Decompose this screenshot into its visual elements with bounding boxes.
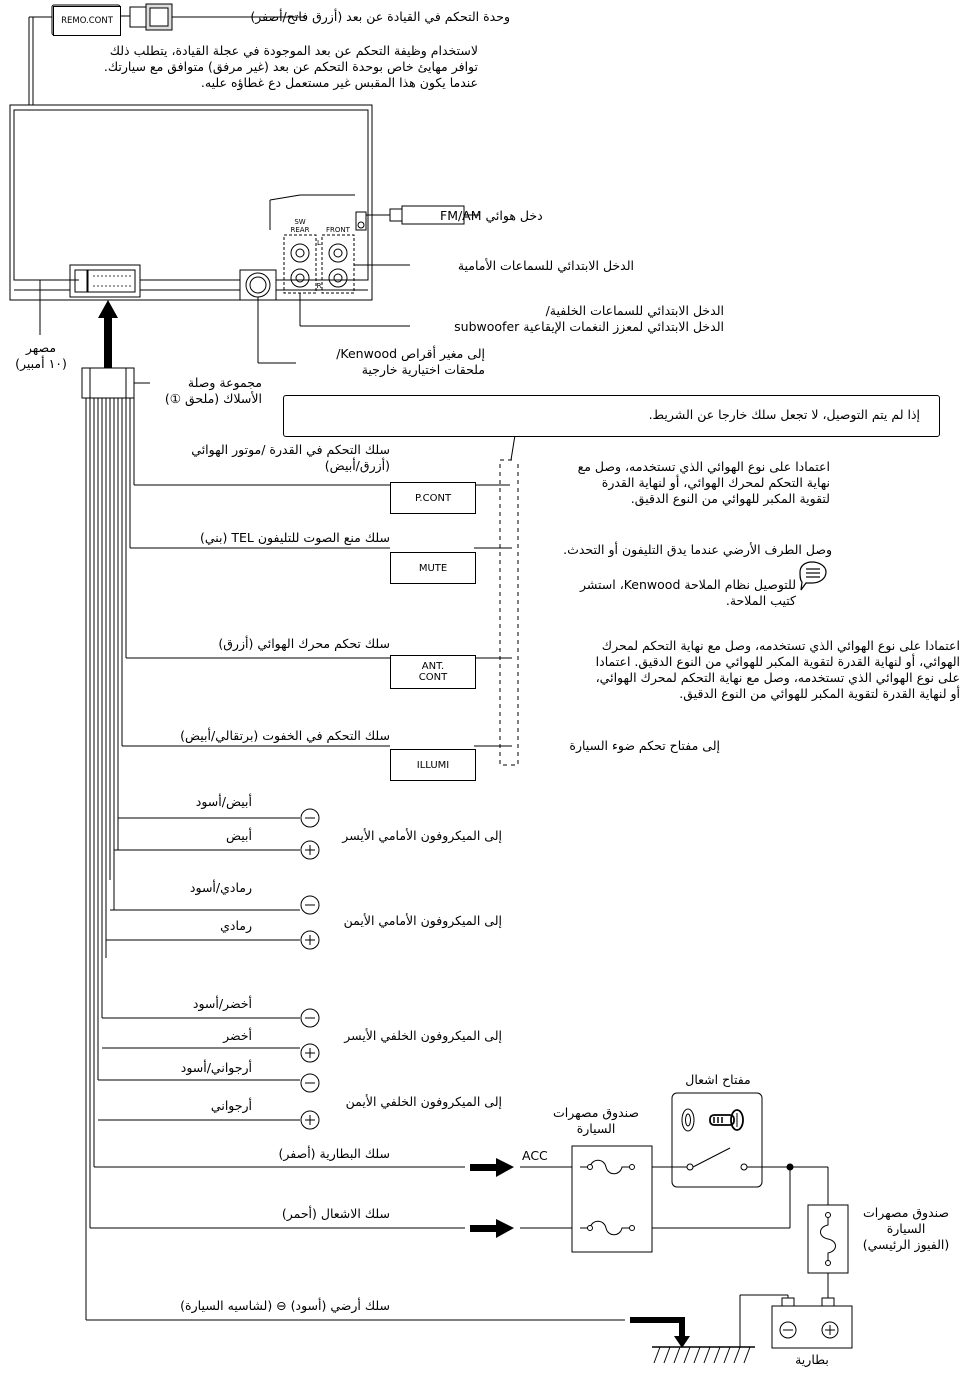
mute-wire-label: سلك منع الصوت للتليفون TEL (بني) [199,530,390,545]
speaker-fl-target: إلى الميكروفون الأمامي الأيسر [342,828,502,843]
harness-label: مجموعة وصلة الأسلاك (ملحق ①) [164,375,262,406]
remote-title: وحدة التحكم في القيادة عن بعد (أزرق فاتح… [250,9,510,24]
battery-wire-label: سلك البطارية (أصفر) [278,1146,391,1161]
mute-connector: MUTE [390,552,476,584]
antenna-input-label: دخل هوائي FM/AM [440,208,543,223]
remote-note: لاستخدام وظيفة التحكم عن بعد الموجودة في… [103,43,478,90]
speaker-fr-neg-label: رمادي/أسود [189,880,252,895]
illumi-desc: إلى مفتاح تحكم ضوء السيارة [569,738,720,753]
speaker-rr-neg-label: أرجواني/أسود [180,1060,252,1075]
ground-wire-label: سلك أرضي (أسود) ⊖ (لشاسيه السيارة) [180,1298,390,1313]
pcont-desc: اعتمادا على نوع الهوائي الذي تستخدمه، وص… [577,459,830,506]
speaker-rl-pos-label: أخضر [223,1028,252,1043]
main-fuse-box-label: صندوق مصهرات السيارة (الفيوز الرئيسي) [862,1205,950,1252]
navi-note: للتوصيل نظام الملاحة Kenwood، استشر كتيب… [579,577,796,608]
illumi-connector: ILLUMI [390,749,476,781]
sw-rear-label: SW REAR [290,218,310,234]
mute-desc: وصل الطرف الأرضي عندما يدق التليفون أو ا… [563,542,832,557]
tape-note: إذا لم يتم التوصيل، لا تجعل سلك خارجا عن… [648,407,920,422]
remote-connector: REMO.CONT [53,6,121,36]
car-fuse-box-label: صندوق مصهرات السيارة [552,1105,640,1136]
front-preout-label: الدخل الابتدائي للسماعات الأمامية [457,258,634,273]
rca-r-label: R [316,282,322,290]
speaker-fl-neg-label: أبيض/أسود [195,794,252,809]
ignition-wire-label: سلك الاشعال (أحمر) [281,1206,390,1221]
pcont-connector: P.CONT [390,482,476,514]
speaker-fl-pos-label: أبيض [225,828,252,843]
note-icon [799,561,827,591]
speaker-rl-neg-label: أخضر/أسود [192,996,252,1011]
ignition-switch-label: مفتاح اشعال [685,1072,751,1087]
rear-preout-label: الدخل الابتدائي للسماعات الخلفية/ الدخل … [454,303,724,334]
battery-label: بطارية [795,1352,829,1367]
antcont-desc: اعتمادا على نوع الهوائي الذي تستخدمه، وص… [595,638,960,701]
changer-label: إلى مغير أقراص Kenwood/ ملحقات اختيارية … [336,346,485,377]
rca-l-label: L [317,239,321,247]
speaker-rr-pos-label: أرجواني [210,1098,252,1113]
speaker-rl-target: إلى الميكروفون الخلفي الأيسر [344,1028,502,1043]
speaker-fr-pos-label: رمادي [220,918,252,933]
pcont-wire-label: سلك التحكم في القدرة /موتور الهوائي (أزر… [191,442,390,473]
fuse-label: مصهر (١٠ أمبير) [15,340,67,371]
tape-note-box [283,395,940,437]
front-label: FRONT [326,226,350,234]
speaker-fr-target: إلى الميكروفون الأمامي الأيمن [343,913,502,928]
antcont-connector: ANT. CONT [390,655,476,689]
illumi-wire-label: سلك التحكم في الخفوت (برتقالي/أبيض) [180,728,390,743]
antcont-wire-label: سلك تحكم محرك الهوائي (أزرق) [218,636,390,651]
speaker-rr-target: إلى الميكروفون الخلفي الأيمن [345,1094,502,1109]
acc-label: ACC [522,1148,548,1163]
